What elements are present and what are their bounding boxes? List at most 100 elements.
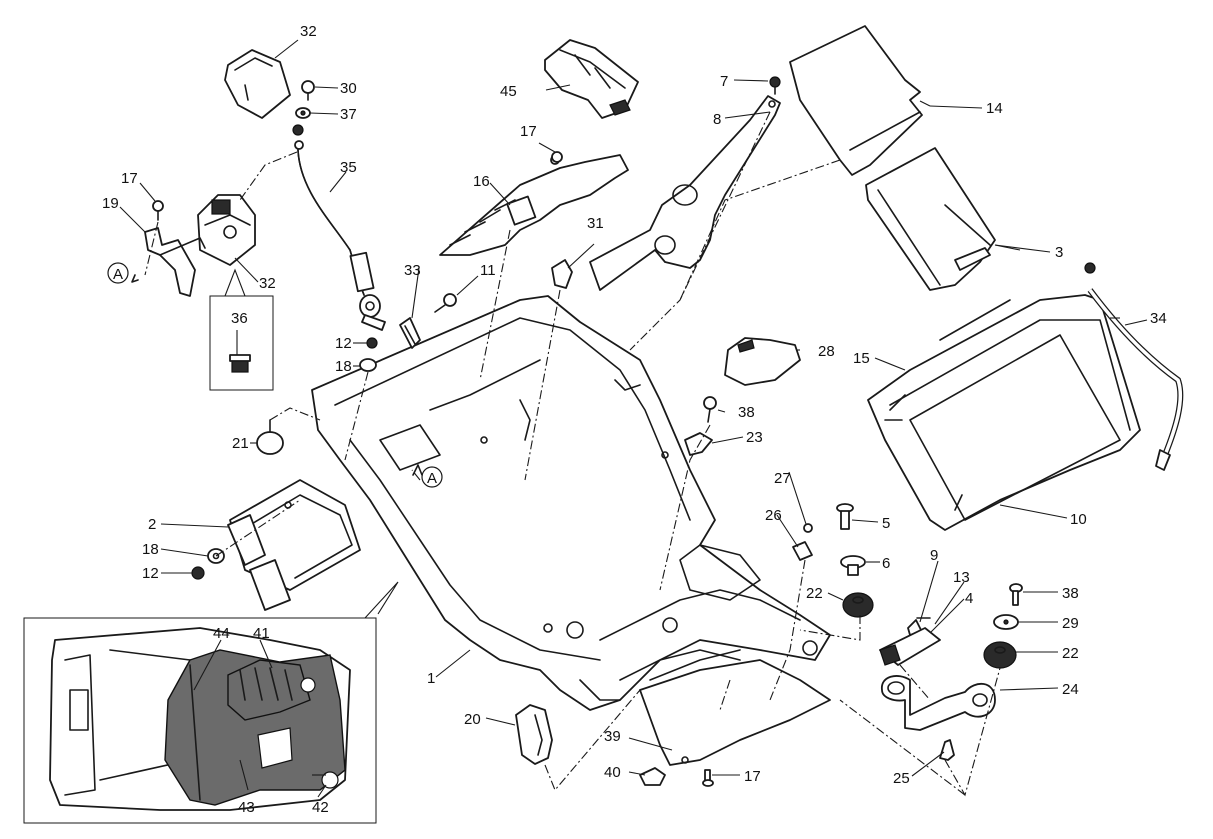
rear-frame-part-1 [311, 295, 831, 711]
callout-labels: 32 30 37 35 17 19 32 36 12 18 21 2 18 12… [102, 23, 1167, 816]
reference-marker-label: A [427, 470, 437, 487]
bracket-part-16 [439, 154, 629, 256]
callout-14: 14 [986, 100, 1003, 117]
callout-17: 17 [121, 170, 138, 187]
callout-1: 1 [427, 670, 435, 687]
grommet-part-22-left [842, 592, 874, 618]
reference-marker-label: A [113, 266, 123, 283]
callout-40: 40 [604, 764, 621, 781]
callout-39: 39 [604, 728, 621, 745]
cable-part-34 [1087, 288, 1184, 471]
callout-18: 18 [142, 541, 159, 558]
callout-19: 19 [102, 195, 119, 212]
callout-38: 38 [1062, 585, 1079, 602]
cover-part-28 [724, 337, 801, 386]
inset-detail [23, 581, 399, 824]
callout-34: 34 [1150, 310, 1167, 327]
callout-15: 15 [853, 350, 870, 367]
callout-38: 38 [738, 404, 755, 421]
callout-18: 18 [335, 358, 352, 375]
callout-43: 43 [238, 799, 255, 816]
callout-32: 32 [259, 275, 276, 292]
battery-part-3 [865, 147, 996, 291]
callout-16: 16 [473, 173, 490, 190]
callout-42: 42 [312, 799, 329, 816]
callout-30: 30 [340, 80, 357, 97]
callout-13: 13 [953, 569, 970, 586]
reference-marker-a-left: A [107, 262, 139, 284]
grommet-part-22-right [983, 641, 1017, 669]
relay-cover-part-32 [224, 49, 291, 119]
callout-10: 10 [1070, 511, 1087, 528]
callout-17: 17 [744, 768, 761, 785]
clip-part-40 [639, 767, 666, 786]
clamp-part-23 [684, 432, 713, 456]
callout-12: 12 [142, 565, 159, 582]
callout-44: 44 [213, 625, 230, 642]
callout-11: 11 [480, 262, 496, 279]
screw-part-17-top [551, 151, 563, 163]
assembly-lines [144, 111, 1001, 797]
spacer-part-6 [840, 555, 866, 576]
screw-part-27 [803, 523, 813, 533]
rubber-mount-part-21 [256, 419, 284, 455]
callout-37: 37 [340, 106, 357, 123]
callout-22: 22 [806, 585, 823, 602]
callout-25: 25 [893, 770, 910, 787]
callout-32: 32 [300, 23, 317, 40]
bracket-part-8 [589, 95, 781, 291]
tool-tray-part-45 [544, 39, 639, 119]
callout-3: 3 [1055, 244, 1063, 261]
callout-6: 6 [882, 555, 890, 572]
callout-4: 4 [965, 590, 973, 607]
clip-part-31 [551, 259, 573, 289]
callout-12: 12 [335, 335, 352, 352]
grommet-part-33 [399, 317, 421, 349]
ecu-part-2 [227, 479, 361, 611]
callout-35: 35 [340, 159, 357, 176]
screw-part-17-left [152, 200, 164, 221]
cable-part-35 [292, 124, 386, 331]
callout-29: 29 [1062, 615, 1079, 632]
callout-45: 45 [500, 83, 517, 100]
callout-31: 31 [587, 215, 604, 232]
bolt-part-11 [434, 293, 457, 313]
battery-box-part-10 [867, 262, 1141, 531]
washer-part-18-upper [359, 358, 377, 372]
cable-part-24 [881, 675, 996, 731]
callout-2: 2 [148, 516, 156, 533]
screw-part-38-upper [703, 396, 717, 423]
screw-part-30 [301, 80, 315, 101]
callout-8: 8 [713, 111, 721, 128]
callout-26: 26 [765, 507, 782, 524]
screw-part-17-bottom [702, 769, 714, 787]
callout-20: 20 [464, 711, 481, 728]
reference-marker-a-center: A [412, 464, 443, 488]
callout-24: 24 [1062, 681, 1079, 698]
bumper-part-20 [515, 704, 553, 765]
callout-22: 22 [1062, 645, 1079, 662]
callout-5: 5 [882, 515, 890, 532]
nut-part-12-upper [366, 337, 378, 349]
leader-lines [119, 39, 1120, 791]
cover-part-14 [789, 25, 923, 176]
callout-28: 28 [818, 343, 835, 360]
washer-part-29 [993, 614, 1019, 630]
screw-part-38-right [1009, 583, 1023, 606]
callout-33: 33 [404, 262, 421, 279]
fuse-inset-box [209, 268, 274, 391]
washer-part-37 [295, 107, 311, 119]
lock-part-4 [879, 627, 941, 666]
nut-part-12-lower [191, 566, 205, 580]
bracket-part-19 [144, 227, 206, 297]
callout-21: 21 [232, 435, 249, 452]
starter-relay-part-32 [197, 194, 256, 266]
callout-36: 36 [231, 310, 248, 327]
screw-part-7 [769, 76, 781, 95]
screw-part-5 [836, 503, 854, 530]
callout-23: 23 [746, 429, 763, 446]
callout-7: 7 [720, 73, 728, 90]
bolt-part-25 [939, 739, 955, 761]
tail-bracket-part-39 [639, 649, 831, 766]
